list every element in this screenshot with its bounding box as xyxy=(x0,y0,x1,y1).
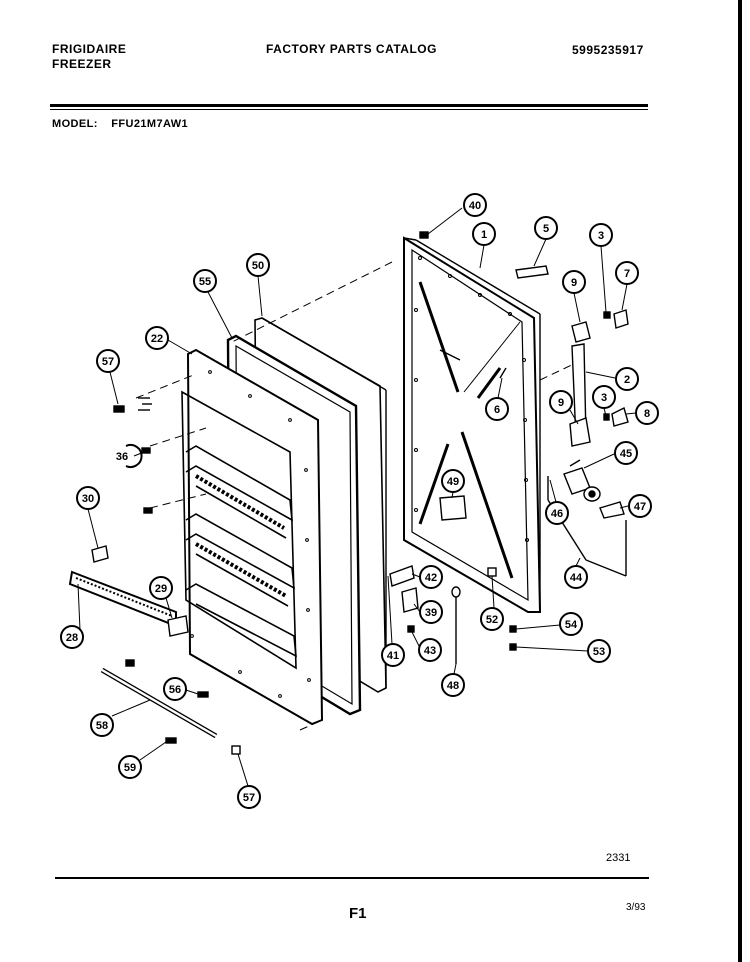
header-rule-thin xyxy=(50,109,648,110)
callout-58: 58 xyxy=(90,699,151,737)
callout-55: 55 xyxy=(193,269,233,339)
callout-28: 28 xyxy=(60,583,84,649)
header-rule xyxy=(50,104,648,107)
callout-42: 42 xyxy=(411,565,443,589)
callout-48: 48 xyxy=(441,663,465,697)
callout-39: 39 xyxy=(413,600,443,624)
footer-rule xyxy=(55,877,649,879)
svg-text:9: 9 xyxy=(571,277,577,289)
left-hardware xyxy=(68,397,241,755)
callout-44: 44 xyxy=(564,557,588,589)
callout-54: 54 xyxy=(515,612,583,636)
svg-text:53: 53 xyxy=(593,646,605,658)
liner-screw-holes xyxy=(190,370,311,698)
svg-text:8: 8 xyxy=(644,408,650,420)
callout-1: 1 xyxy=(472,222,496,269)
panel-screw-holes xyxy=(414,256,529,542)
svg-text:43: 43 xyxy=(424,645,436,657)
svg-text:57: 57 xyxy=(243,792,255,804)
callout-30: 30 xyxy=(76,486,100,549)
svg-text:56: 56 xyxy=(169,684,181,696)
model-number: FFU21M7AW1 xyxy=(111,118,189,130)
svg-text:36: 36 xyxy=(116,451,128,463)
callout-36: 36 xyxy=(116,444,145,468)
svg-text:44: 44 xyxy=(570,572,583,584)
model-line: MODEL: FFU21M7AW1 xyxy=(52,118,188,130)
svg-text:58: 58 xyxy=(96,720,108,732)
callout-50: 50 xyxy=(246,253,270,317)
svg-text:28: 28 xyxy=(66,632,78,644)
svg-text:7: 7 xyxy=(624,268,630,280)
svg-text:46: 46 xyxy=(551,508,563,520)
svg-text:57: 57 xyxy=(102,356,114,368)
svg-text:22: 22 xyxy=(151,333,163,345)
door-assembly-lines xyxy=(68,231,629,755)
callout-47: 47 xyxy=(619,494,652,518)
callout-2: 2 xyxy=(585,367,639,391)
leader-lines xyxy=(135,261,579,731)
svg-text:45: 45 xyxy=(620,448,632,460)
callouts: 40 1 5 3 7 9 2 50 55 22 57 6 9 3 8 36 45… xyxy=(60,193,659,809)
callout-46: 46 xyxy=(545,479,569,525)
callout-57b: 57 xyxy=(237,753,261,809)
page-number: F1 xyxy=(349,905,367,922)
svg-text:1: 1 xyxy=(481,229,487,241)
callout-43: 43 xyxy=(411,631,442,662)
callout-9a: 9 xyxy=(562,270,586,323)
callout-45: 45 xyxy=(583,441,638,469)
callout-59: 59 xyxy=(118,741,167,779)
callout-8: 8 xyxy=(625,401,659,425)
callout-53: 53 xyxy=(515,639,611,663)
callout-29: 29 xyxy=(149,576,173,619)
callout-52: 52 xyxy=(480,575,504,631)
svg-text:48: 48 xyxy=(447,680,459,692)
catalog-title: FACTORY PARTS CATALOG xyxy=(266,42,437,56)
callout-6: 6 xyxy=(485,377,509,421)
revision-date: 3/93 xyxy=(626,902,646,913)
svg-text:41: 41 xyxy=(387,650,399,662)
callout-49: 49 xyxy=(441,469,465,499)
product-type: FREEZER xyxy=(52,57,112,71)
callout-9b: 9 xyxy=(549,390,579,425)
callout-7: 7 xyxy=(615,261,639,311)
callout-41: 41 xyxy=(381,575,405,667)
callout-40: 40 xyxy=(427,193,487,235)
svg-text:30: 30 xyxy=(82,493,94,505)
catalog-part-number: 5995235917 xyxy=(572,43,644,57)
svg-text:5: 5 xyxy=(543,223,549,235)
svg-text:49: 49 xyxy=(447,476,459,488)
brand-name: FRIGIDAIRE xyxy=(52,42,127,56)
svg-text:47: 47 xyxy=(634,501,646,513)
callout-57a: 57 xyxy=(96,349,120,405)
svg-text:39: 39 xyxy=(425,607,437,619)
liner-shelves xyxy=(185,445,297,658)
brand-block: FRIGIDAIRE FREEZER xyxy=(52,42,126,72)
model-label: MODEL: xyxy=(52,118,98,130)
callout-3a: 3 xyxy=(589,223,613,313)
svg-text:40: 40 xyxy=(469,200,481,212)
svg-text:3: 3 xyxy=(598,230,604,242)
callout-22: 22 xyxy=(145,326,193,355)
figure-code: 2331 xyxy=(606,852,631,864)
svg-text:42: 42 xyxy=(425,572,437,584)
svg-text:9: 9 xyxy=(558,397,564,409)
svg-text:55: 55 xyxy=(199,276,211,288)
callout-5: 5 xyxy=(533,216,558,267)
svg-text:59: 59 xyxy=(124,762,136,774)
svg-text:54: 54 xyxy=(565,619,578,631)
svg-text:3: 3 xyxy=(601,392,607,404)
svg-text:52: 52 xyxy=(486,614,498,626)
inner-door-liner xyxy=(186,348,324,726)
hinge-parts xyxy=(419,231,629,577)
svg-text:29: 29 xyxy=(155,583,167,595)
svg-text:50: 50 xyxy=(252,260,264,272)
outer-door-inner-edge xyxy=(411,248,529,602)
bottom-hardware xyxy=(389,367,517,664)
svg-text:6: 6 xyxy=(494,404,500,416)
callout-56: 56 xyxy=(163,677,199,701)
svg-text:2: 2 xyxy=(624,374,630,386)
callout-3b: 3 xyxy=(592,385,616,417)
